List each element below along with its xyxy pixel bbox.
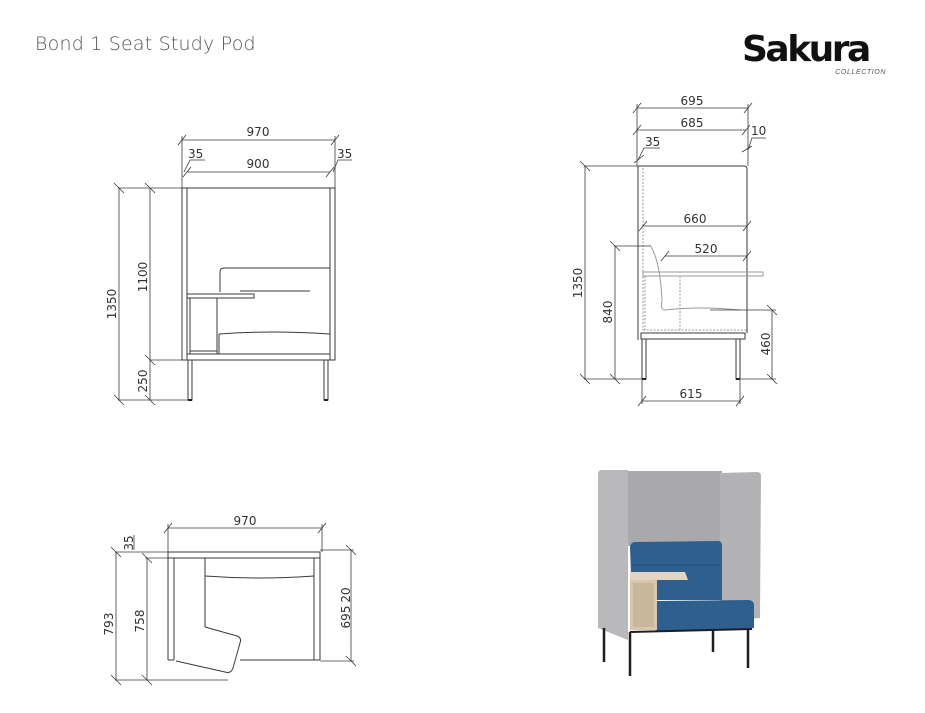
side-table-top <box>642 271 764 277</box>
right-panel <box>329 187 336 361</box>
left-panel <box>181 187 188 361</box>
dim-panel-height: 1100 <box>136 262 150 293</box>
dim-table-depth: 660 <box>684 212 707 226</box>
table-top-view <box>175 626 242 673</box>
dim-top-overall-width: 970 <box>234 514 257 528</box>
dim-top-inner-depth: 758 <box>133 610 147 633</box>
leg <box>735 338 741 380</box>
logo-wordmark: Sakura <box>742 29 871 70</box>
top-view-drawing: 970 35 793 758 695 20 <box>102 514 357 686</box>
dim-leg-span: 615 <box>680 387 703 401</box>
dim-overall-depth: 695 <box>681 94 704 108</box>
dim-top-body-depth: 695 <box>339 606 353 629</box>
side-view-drawing: 695 685 10 35 660 520 1350 840 <box>571 94 778 407</box>
logo-subtitle: COLLECTION <box>835 69 886 76</box>
side-table <box>186 293 255 299</box>
dim-inner-width: 900 <box>247 157 270 171</box>
seat-back-top <box>204 575 315 579</box>
dim-table-height: 840 <box>601 301 615 324</box>
base-frame <box>186 353 331 361</box>
front-view-drawing: 970 900 35 35 1350 1100 250 <box>105 125 352 406</box>
dim-side-overall-height: 1350 <box>571 268 585 299</box>
leg <box>187 359 193 401</box>
seat-profile <box>649 244 741 311</box>
product-photo <box>598 470 761 676</box>
page-title: Bond 1 Seat Study Pod <box>35 33 256 55</box>
dim-seat-depth: 520 <box>695 242 718 256</box>
dim-overall-width: 970 <box>247 125 270 139</box>
dim-panel-thickness: 35 <box>645 135 660 149</box>
side-panel <box>638 165 748 333</box>
back-cushion <box>219 267 330 292</box>
dim-panel-left: 35 <box>188 147 203 161</box>
dim-leg-height: 250 <box>136 370 150 393</box>
side-base-frame <box>640 332 746 340</box>
dim-overall-height: 1350 <box>105 289 119 320</box>
dim-top-back-offset: 20 <box>339 587 353 602</box>
leg <box>323 359 329 401</box>
leg <box>641 338 647 380</box>
dim-seat-height: 460 <box>759 333 773 356</box>
seat-cushion <box>218 331 331 335</box>
dim-top-panel-thickness: 35 <box>122 535 136 550</box>
dim-panel-right: 35 <box>337 147 352 161</box>
dim-panel-depth: 685 <box>681 116 704 130</box>
sakura-logo: Sakura COLLECTION <box>742 30 892 80</box>
dim-top-overall-depth: 793 <box>102 613 116 636</box>
back-panel-top <box>167 551 321 559</box>
dim-back-offset: 10 <box>751 124 766 138</box>
